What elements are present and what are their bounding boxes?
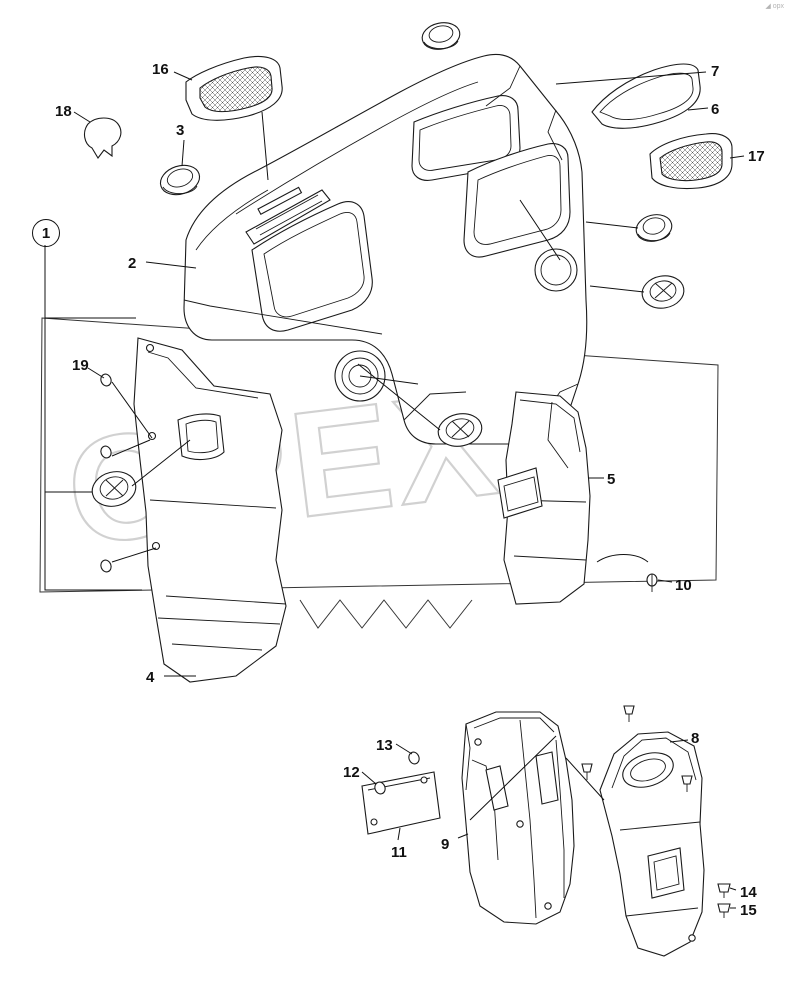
callout-16[interactable]: 16 <box>152 61 169 78</box>
callout-1[interactable]: 1 <box>32 219 60 247</box>
part-3-round-knob <box>159 164 201 196</box>
callout-18[interactable]: 18 <box>55 103 72 120</box>
callout-15[interactable]: 15 <box>740 902 757 919</box>
part-17-mesh-grille <box>649 133 733 190</box>
center-round-speaker <box>437 413 483 447</box>
callout-10[interactable]: 10 <box>675 577 692 594</box>
callout-14[interactable]: 14 <box>740 884 757 901</box>
callout-9[interactable]: 9 <box>441 836 450 853</box>
part-10-fastener <box>596 554 658 592</box>
callout-4[interactable]: 4 <box>146 669 155 686</box>
upper-fasteners-part8 <box>581 705 693 792</box>
right-round-knob-upper <box>635 214 673 242</box>
top-center-round-cap <box>421 22 461 50</box>
console-main-body <box>183 53 588 445</box>
corner-mark: ◢ opx <box>765 3 784 10</box>
callout-6[interactable]: 6 <box>711 101 720 118</box>
part-9-center-panel <box>461 711 575 925</box>
part-14-15-fasteners <box>717 883 731 918</box>
part-7-frame <box>591 63 701 129</box>
callout-3[interactable]: 3 <box>176 122 185 139</box>
part-16-mesh-grille <box>185 55 283 121</box>
right-lower-panel <box>497 391 591 605</box>
part-11-plate <box>361 771 441 835</box>
callout-12[interactable]: 12 <box>343 764 360 781</box>
left-round-speaker <box>91 471 137 507</box>
callout-17[interactable]: 17 <box>748 148 765 165</box>
callout-2[interactable]: 2 <box>128 255 137 272</box>
part-12-13-fasteners <box>374 751 420 795</box>
callout-13[interactable]: 13 <box>376 737 393 754</box>
callout-7[interactable]: 7 <box>711 63 720 80</box>
part-19-fasteners <box>100 373 112 573</box>
callout-8[interactable]: 8 <box>691 730 700 747</box>
callout-11[interactable]: 11 <box>391 844 407 861</box>
part-8-right-panel <box>599 731 705 957</box>
leader-lines <box>44 71 745 909</box>
left-lower-panel-assembly <box>133 337 287 683</box>
callout-5[interactable]: 5 <box>607 471 616 488</box>
part-18-clip <box>83 117 122 159</box>
callout-19[interactable]: 19 <box>72 357 89 374</box>
right-round-speaker-lower <box>641 275 685 309</box>
